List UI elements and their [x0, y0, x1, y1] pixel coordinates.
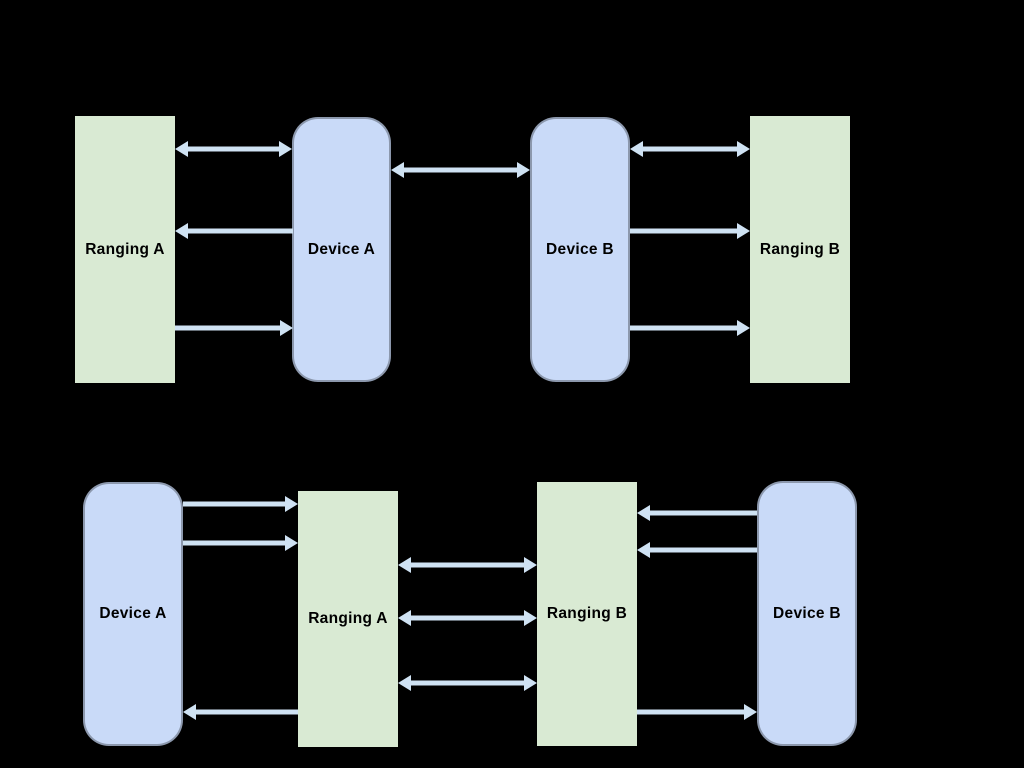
bottom-arrow-device-b-to-ranging-b-2	[637, 542, 757, 558]
bottom-box-device-a: Device A	[83, 482, 183, 746]
bottom-arrow-ranging-a-ranging-b-bidirectional-3	[398, 675, 537, 691]
arrowhead-left-icon	[391, 162, 404, 178]
arrow-shaft	[186, 228, 293, 234]
arrow-shaft	[194, 709, 298, 715]
arrowhead-right-icon	[517, 162, 530, 178]
bottom-box-ranging-a: Ranging A	[298, 491, 398, 747]
top-box-device-a: Device A	[292, 117, 391, 382]
arrowhead-right-icon	[737, 141, 750, 157]
top-arrow-device-a-to-ranging-a	[175, 223, 293, 239]
bottom-box-device-b-label: Device B	[773, 604, 841, 622]
arrowhead-right-icon	[280, 320, 293, 336]
arrow-shaft	[409, 680, 526, 686]
arrow-shaft	[630, 228, 739, 234]
bottom-arrow-ranging-a-ranging-b-bidirectional-2	[398, 610, 537, 626]
top-arrow-ranging-a-device-a-bidirectional	[175, 141, 292, 157]
arrowhead-right-icon	[737, 223, 750, 239]
arrowhead-left-icon	[630, 141, 643, 157]
arrowhead-right-icon	[524, 610, 537, 626]
arrowhead-left-icon	[175, 141, 188, 157]
arrowhead-right-icon	[744, 704, 757, 720]
arrowhead-left-icon	[398, 557, 411, 573]
top-arrow-device-b-to-ranging-b-1	[630, 223, 750, 239]
bottom-box-device-b: Device B	[757, 481, 857, 746]
top-box-device-b: Device B	[530, 117, 630, 382]
arrowhead-left-icon	[637, 505, 650, 521]
bottom-arrow-ranging-b-to-device-b	[637, 704, 757, 720]
top-arrow-ranging-a-to-device-a	[175, 320, 293, 336]
arrowhead-right-icon	[285, 535, 298, 551]
bottom-box-ranging-a-label: Ranging A	[308, 610, 388, 627]
bottom-arrow-device-a-to-ranging-a-1	[183, 496, 298, 512]
arrowhead-right-icon	[524, 557, 537, 573]
arrowhead-left-icon	[183, 704, 196, 720]
bottom-box-ranging-b: Ranging B	[537, 482, 637, 746]
bottom-arrow-ranging-a-ranging-b-bidirectional-1	[398, 557, 537, 573]
arrowhead-right-icon	[285, 496, 298, 512]
top-arrow-device-b-ranging-b-bidirectional	[630, 141, 750, 157]
top-box-device-a-label: Device A	[307, 240, 376, 258]
arrow-shaft	[641, 146, 739, 152]
arrow-shaft	[402, 167, 519, 173]
top-box-ranging-a-label: Ranging A	[85, 240, 165, 258]
arrowhead-right-icon	[524, 675, 537, 691]
arrow-shaft	[630, 325, 739, 331]
arrowhead-left-icon	[398, 610, 411, 626]
arrow-shaft	[648, 510, 757, 516]
top-box-ranging-a: Ranging A	[75, 116, 175, 383]
arrow-shaft	[409, 562, 526, 568]
top-arrow-device-b-to-ranging-b-2	[630, 320, 750, 336]
top-box-device-b-label: Device B	[546, 240, 614, 258]
bottom-box-ranging-b-label: Ranging B	[546, 605, 628, 622]
arrow-shaft	[637, 709, 746, 715]
arrow-shaft	[183, 501, 287, 507]
arrowhead-left-icon	[637, 542, 650, 558]
top-arrow-device-a-device-b-bidirectional	[391, 162, 530, 178]
arrowhead-left-icon	[175, 223, 188, 239]
arrow-shaft	[186, 146, 281, 152]
arrow-shaft	[409, 615, 526, 621]
top-box-ranging-b: Ranging B	[750, 116, 850, 383]
bottom-arrow-device-b-to-ranging-b-1	[637, 505, 757, 521]
arrowhead-right-icon	[279, 141, 292, 157]
arrowhead-left-icon	[398, 675, 411, 691]
arrowhead-right-icon	[737, 320, 750, 336]
arrow-shaft	[648, 547, 757, 553]
bottom-arrow-device-a-to-ranging-a-2	[183, 535, 298, 551]
arrow-shaft	[183, 540, 287, 546]
top-box-ranging-b-label: Ranging B	[759, 240, 841, 258]
bottom-arrow-ranging-a-to-device-a	[183, 704, 298, 720]
bottom-box-device-a-label: Device A	[99, 605, 167, 622]
arrow-shaft	[175, 325, 282, 331]
